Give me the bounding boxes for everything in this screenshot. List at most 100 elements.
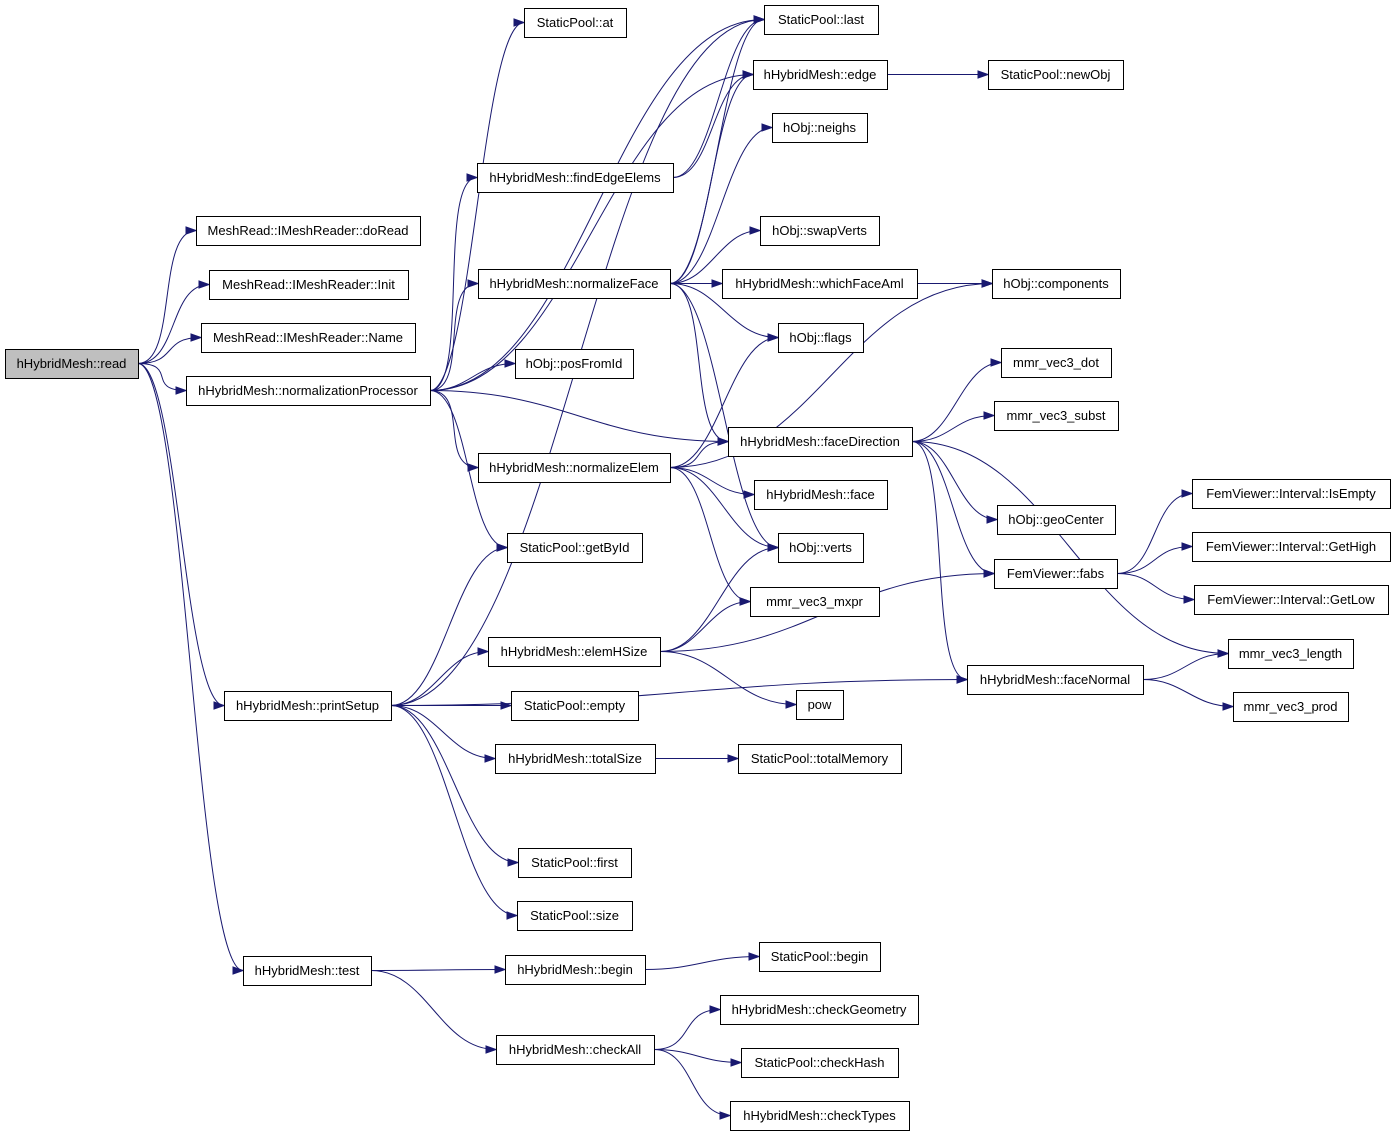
node-label: hHybridMesh::normalizeFace [489,276,658,291]
arrowhead-icon [190,333,203,342]
edge-normelem-to-hmface [669,467,756,499]
node-totalsize[interactable]: hHybridMesh::totalSize [495,744,656,774]
arrowhead-icon [727,754,740,763]
node-box [1194,585,1389,615]
node-box [760,216,880,246]
arrowhead-icon [466,173,479,182]
node-posfromid[interactable]: hObj::posFromId [515,349,634,379]
node-checkhash[interactable]: StaticPool::checkHash [741,1048,899,1078]
node-normelem[interactable]: hHybridMesh::normalizeElem [478,453,671,483]
node-spbegin[interactable]: StaticPool::begin [759,942,881,972]
node-veclength[interactable]: mmr_vec3_length [1228,639,1354,669]
arrowhead-icon [711,279,724,288]
arrowhead-icon [1183,595,1196,604]
node-components[interactable]: hObj::components [992,269,1121,299]
edge-printsetup-to-totalsize [390,705,497,763]
node-normproc[interactable]: hHybridMesh::normalizationProcessor [186,376,431,406]
node-label: hHybridMesh::edge [764,67,877,82]
edge-line [429,390,508,548]
node-box [728,427,913,457]
arrowhead-icon [485,1045,498,1054]
node-box [224,691,392,721]
node-isempty[interactable]: FemViewer::Interval::IsEmpty [1192,479,1391,509]
node-elemhsize[interactable]: hHybridMesh::elemHSize [488,637,661,667]
node-findedge[interactable]: hHybridMesh::findEdgeElems [477,163,674,193]
node-facenormal[interactable]: hHybridMesh::faceNormal [967,665,1144,695]
node-box [186,376,431,406]
node-spsize[interactable]: StaticPool::size [517,901,633,931]
edge-line [390,547,508,706]
node-hmedge[interactable]: hHybridMesh::edge [753,60,888,90]
node-hmface[interactable]: hHybridMesh::face [754,480,888,510]
node-box [1192,532,1391,562]
node-fabs[interactable]: FemViewer::fabs [994,559,1118,589]
edge-line [429,177,478,391]
edge-line [669,467,755,495]
node-checkall[interactable]: hHybridMesh::checkAll [496,1035,655,1065]
node-box [778,323,864,353]
node-whichface[interactable]: hHybridMesh::whichFaceAml [722,269,918,299]
edge-line [911,415,995,442]
node-box [967,665,1144,695]
node-box [750,587,880,617]
node-box [992,269,1121,299]
node-hmbegin[interactable]: hHybridMesh::begin [505,955,646,985]
node-init[interactable]: MeshRead::IMeshReader::Init [209,270,409,300]
node-label: StaticPool::newObj [1001,67,1111,82]
node-label: MeshRead::IMeshReader::Name [213,330,403,345]
edge-hmedge-to-newobj [887,70,990,79]
node-mxpr[interactable]: mmr_vec3_mxpr [750,587,880,617]
node-test[interactable]: hHybridMesh::test [243,956,372,986]
node-checkgeom[interactable]: hHybridMesh::checkGeometry [720,995,919,1025]
node-checktypes[interactable]: hHybridMesh::checkTypes [730,1101,910,1131]
node-getlow[interactable]: FemViewer::Interval::GetLow [1194,585,1389,615]
node-geocenter[interactable]: hObj::geoCenter [997,505,1116,535]
arrowhead-icon [467,463,480,472]
node-read[interactable]: hHybridMesh::read [5,349,139,379]
edge-line [429,22,525,391]
node-pow[interactable]: pow [796,690,844,720]
node-doread[interactable]: MeshRead::IMeshReader::doRead [196,216,421,246]
edge-line [390,705,519,863]
edge-line [669,127,773,284]
edge-normelem-to-components [669,279,994,468]
node-spat[interactable]: StaticPool::at [524,8,627,38]
edge-line [911,441,1229,654]
node-getbyid[interactable]: StaticPool::getById [507,533,643,563]
arrowhead-icon [494,965,507,974]
node-spfirst[interactable]: StaticPool::first [518,848,632,878]
node-flags[interactable]: hObj::flags [778,323,864,353]
node-box [478,269,671,299]
edge-elemhsize-to-verts [659,543,780,652]
edge-line [429,19,765,391]
node-box [524,8,627,38]
edge-line [911,441,998,520]
node-name[interactable]: MeshRead::IMeshReader::Name [201,323,416,353]
node-printsetup[interactable]: hHybridMesh::printSetup [224,691,392,721]
node-gethigh[interactable]: FemViewer::Interval::GetHigh [1192,532,1391,562]
node-box [196,216,421,246]
node-label: hHybridMesh::findEdgeElems [489,170,661,185]
edge-normproc-to-hmedge [429,70,755,391]
node-neighs[interactable]: hObj::neighs [772,113,868,143]
edge-checkall-to-checktypes [653,1049,732,1120]
node-normface[interactable]: hHybridMesh::normalizeFace [478,269,671,299]
node-box [997,505,1116,535]
node-box [488,637,661,667]
node-verts[interactable]: hObj::verts [778,533,864,563]
edge-normproc-to-normelem [429,390,480,472]
node-newobj[interactable]: StaticPool::newObj [988,60,1124,90]
node-vecprod[interactable]: mmr_vec3_prod [1233,692,1349,722]
node-facedir[interactable]: hHybridMesh::faceDirection [728,427,913,457]
arrowhead-icon [232,966,245,975]
node-box [1192,479,1391,509]
edge-line [1116,493,1193,574]
node-totalmem[interactable]: StaticPool::totalMemory [738,744,902,774]
node-vecdot[interactable]: mmr_vec3_dot [1001,348,1112,378]
node-swapverts[interactable]: hObj::swapVerts [760,216,880,246]
node-vecsubst[interactable]: mmr_vec3_subst [994,401,1119,431]
node-spempty[interactable]: StaticPool::empty [511,691,639,721]
node-splast[interactable]: StaticPool::last [764,5,879,35]
edge-normface-to-whichface [670,279,724,288]
edge-line [653,1009,721,1050]
